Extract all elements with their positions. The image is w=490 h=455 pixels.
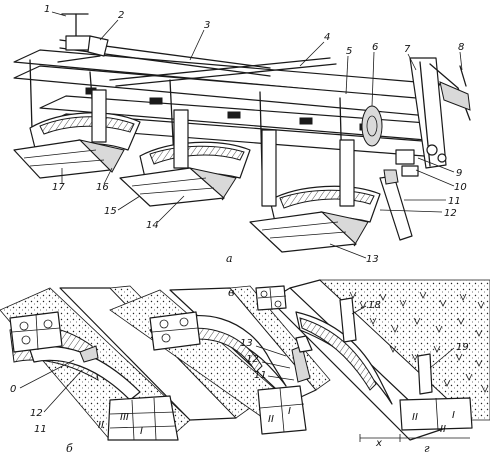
depth-wheel [361, 105, 419, 177]
part-label-7: 7 [404, 44, 411, 55]
coulter-knife [379, 169, 413, 241]
part-label-16: 16 [96, 182, 109, 193]
caption-a: а [226, 252, 233, 265]
part-numbers: 1 2 3 4 5 6 7 8 9 10 11 12 13 14 15 16 1… [44, 4, 467, 265]
plough-body-1 [13, 89, 141, 179]
part-label-3: 3 [204, 20, 210, 31]
panel-v-label-11: 11 [254, 370, 267, 381]
panel-b-label-11: 11 [34, 424, 47, 435]
part-label-8: 8 [458, 42, 464, 53]
panel-g-dim-x: x [375, 438, 382, 449]
part-label-9: 9 [456, 168, 462, 179]
caption-v: в [228, 286, 234, 299]
panel-b-label-III: III [120, 412, 129, 423]
frame-beams [13, 39, 441, 177]
part-label-4: 4 [324, 32, 330, 43]
panel-g-label-II-b: II [440, 424, 446, 435]
panel-g-label-19: 19 [456, 342, 469, 353]
part-label-1: 1 [44, 4, 50, 15]
plough-body-3 [249, 129, 381, 253]
part-label-5: 5 [346, 46, 352, 57]
part-label-12: 12 [444, 208, 457, 219]
panel-b-label-II: II [98, 420, 104, 431]
panel-v-furrow: 13 12 11 II I в [109, 285, 331, 435]
caption-b: б [66, 442, 73, 455]
caption-g: г [424, 442, 430, 455]
panel-g-field: 18 19 I II II x г [255, 279, 490, 455]
panel-v-label-13: 13 [240, 338, 253, 349]
panel-v-label-II: II [268, 414, 274, 425]
part-label-13: 13 [366, 254, 379, 265]
panel-g-label-I: I [452, 410, 455, 421]
panel-b-label-I: I [140, 426, 143, 437]
panel-v-label-I: I [288, 406, 291, 417]
hitch-frame [409, 57, 471, 169]
part-label-15: 15 [104, 206, 117, 217]
panel-b-label-0: 0 [10, 384, 16, 395]
leader-lines [51, 11, 463, 259]
part-label-10: 10 [454, 182, 467, 193]
part-label-11: 11 [448, 196, 461, 207]
part-label-2: 2 [118, 10, 124, 21]
plough-body-2 [119, 109, 251, 207]
panel-v-label-12: 12 [246, 354, 259, 365]
panel-a-plough: 1 2 3 4 5 6 7 8 9 10 11 12 13 14 15 16 1… [13, 4, 471, 265]
part-label-6: 6 [372, 42, 378, 53]
panel-g-label-18: 18 [368, 300, 381, 311]
part-label-14: 14 [146, 220, 159, 231]
adjusting-crank [57, 13, 109, 63]
panel-b-label-12: 12 [30, 408, 43, 419]
part-label-17: 17 [52, 182, 65, 193]
panel-g-label-II: II [412, 412, 418, 423]
